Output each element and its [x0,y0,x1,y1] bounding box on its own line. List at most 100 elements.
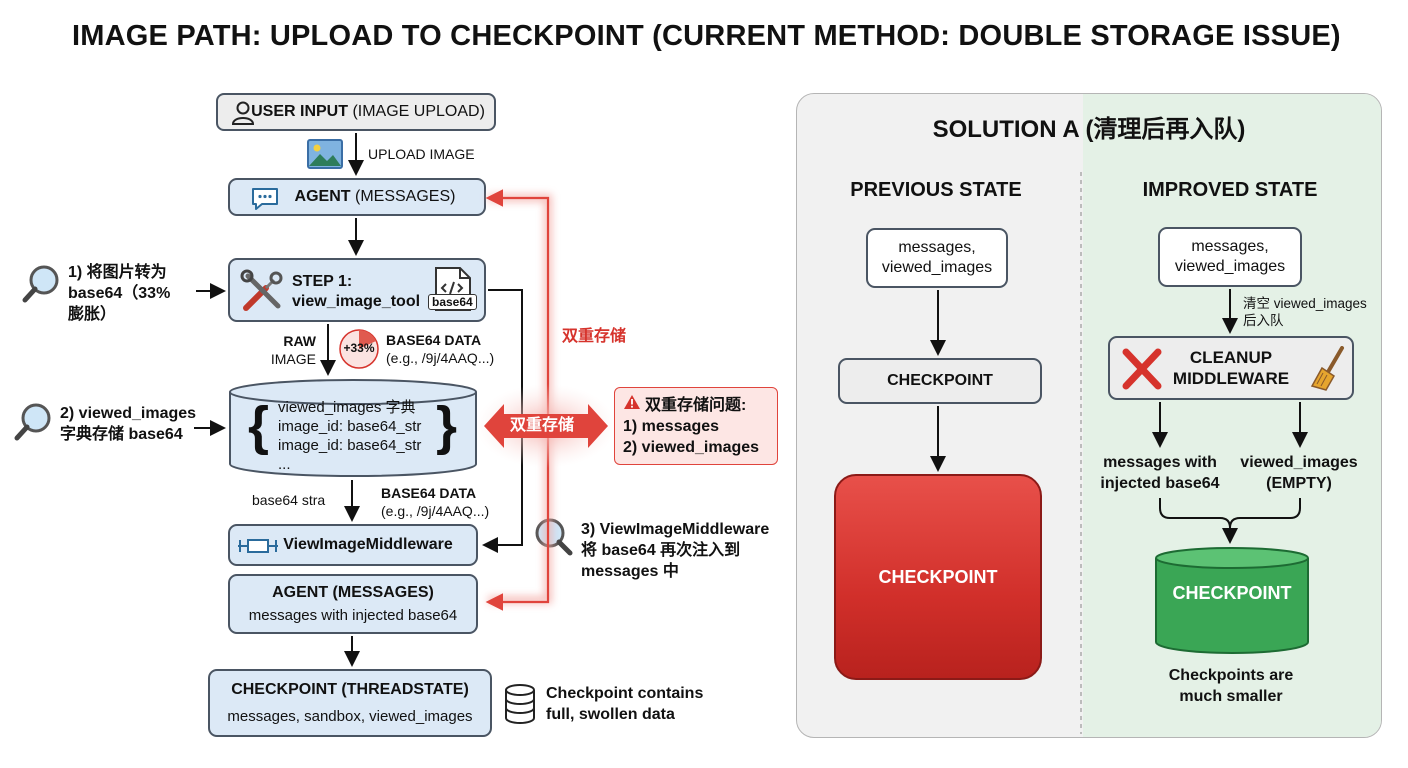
agent-bottom-title: AGENT (MESSAGES) [272,583,434,601]
problem-title: 双重存储问题: [645,396,747,414]
brace-left: { [248,396,270,456]
right-output-label: viewed_images (EMPTY) [1234,452,1364,494]
large-checkpoint-block: CHECKPOINT [834,474,1042,680]
database-icon [503,684,537,729]
middleware-label: ViewImageMiddleware [283,536,453,553]
improved-checkpoint-label: CHECKPOINT [1172,583,1292,603]
improved-state-heading: IMPROVED STATE [1142,179,1318,201]
problem-item: 1) messages [623,418,720,435]
checkpoint-title: CHECKPOINT (THREADSTATE) [231,680,469,698]
dict-row: image_id: base64_str [278,418,422,435]
step1-box: STEP 1: view_image_tool base64 [228,258,486,322]
user-input-box: USER INPUT (IMAGE UPLOAD) [216,93,496,131]
base64-data-label-1: BASE64 DATA (e.g., /9j/4AAQ...) [386,331,494,367]
step1-tool-name: view_image_tool [292,293,421,310]
base64-data-1-title: BASE64 DATA [386,332,482,348]
upload-image-label: UPLOAD IMAGE [368,146,475,162]
raw-label-line1: RAW [283,333,316,349]
clear-note-line1: 清空 viewed_images [1243,296,1367,311]
double-storage-side-label: 双重存储 [562,328,627,345]
checkpoint-note: Checkpoint contains full, swollen data [546,684,703,726]
expansion-value: +33% [343,341,375,355]
base64-stra-label: base64 stra [252,492,326,508]
left-output-line2: injected base64 [1100,475,1220,492]
improved-checkpoint-store: CHECKPOINT [1154,546,1310,656]
agent-box-top: AGENT (MESSAGES) [228,178,486,216]
page-title: IMAGE PATH: UPLOAD TO CHECKPOINT (CURREN… [72,20,1341,52]
problem-item: 2) viewed_images [623,439,760,456]
annotation-step1: 1) 将图片转为 base64（33% 膨胀） [68,262,170,325]
cleanup-line2: MIDDLEWARE [1172,369,1290,388]
base64-data-1-example: (e.g., /9j/4AAQ...) [386,350,495,367]
warning-icon [623,394,641,416]
improved-messages-line2: viewed_images [1174,258,1286,275]
magnifier-icon [532,515,576,564]
annotation-step1-line2: base64（33% [68,285,171,302]
improved-messages-box: messages, viewed_images [1158,227,1302,287]
annotation-step1-line1: 1) 将图片转为 [68,264,167,281]
result-note: Checkpoints are much smaller [1150,665,1312,707]
user-input-sub: (IMAGE UPLOAD) [348,103,485,120]
magnifier-icon [12,400,56,449]
result-line2: much smaller [1179,688,1283,705]
close-icon [1120,348,1164,396]
previous-checkpoint-box: CHECKPOINT [838,358,1042,404]
agent-top-title: AGENT [294,188,351,205]
magnifier-icon [20,262,64,311]
double-storage-arrow-label: 双重存储 [510,417,575,434]
broom-icon [1308,346,1348,398]
left-output-label: messages with injected base64 [1092,452,1228,494]
previous-state-heading: PREVIOUS STATE [850,179,1022,201]
annotation-step2-line2: 字典存储 base64 [60,426,183,443]
previous-messages-box: messages, viewed_images [866,228,1008,288]
expansion-badge: +33% [338,328,380,370]
raw-label-line2: IMAGE [270,351,316,368]
annotation-step1-line3: 膨胀） [68,306,117,323]
middleware-icon [236,536,280,562]
dict-title: viewed_images 字典 [278,399,416,416]
improved-messages-line1: messages, [1191,238,1269,255]
image-icon [307,139,343,174]
dict-row: image_id: base64_str [278,437,422,454]
base64-data-2-title: BASE64 DATA [381,485,477,501]
annotation-step3-line2: 将 base64 再次注入到 [581,542,741,559]
annotation-step3-line3: messages 中 [581,563,679,580]
user-icon [230,100,256,132]
cleanup-middleware-box: CLEANUP MIDDLEWARE [1108,336,1354,400]
solution-title: SOLUTION A (清理后再入队) [932,116,1246,143]
agent-box-bottom: AGENT (MESSAGES) messages with injected … [228,574,478,634]
annotation-step2: 2) viewed_images 字典存储 base64 [60,403,196,445]
left-output-line1: messages with [1103,454,1217,471]
previous-checkpoint-label: CHECKPOINT [887,372,993,389]
clear-note-line2: 后入队 [1243,313,1284,328]
previous-messages-line2: viewed_images [881,259,993,276]
checkpoint-contents: messages, sandbox, viewed_images [227,707,473,725]
double-storage-problem-box: 双重存储问题: 1) messages 2) viewed_images [614,387,778,465]
tools-icon [238,268,286,322]
viewed-images-dict-store: { } viewed_images 字典 image_id: base64_st… [228,378,478,478]
raw-image-label: RAW IMAGE [268,332,316,368]
previous-messages-line1: messages, [898,239,976,256]
brace-right: } [436,396,458,456]
user-input-title: USER INPUT [251,103,348,120]
right-output-line1: viewed_images [1240,454,1358,471]
dict-ellipsis: ... [278,456,291,473]
base64-data-label-2: BASE64 DATA (e.g., /9j/4AAQ...) [381,484,489,520]
base64-badge: base64 [428,294,477,310]
chat-icon [250,186,280,218]
result-line1: Checkpoints are [1168,667,1294,684]
checkpoint-note-line2: full, swollen data [546,705,675,723]
annotation-step2-line1: 2) viewed_images [60,405,197,422]
large-checkpoint-label: CHECKPOINT [878,566,998,587]
view-image-middleware-box: ViewImageMiddleware [228,524,478,566]
cleanup-line1: CLEANUP [1189,348,1273,367]
right-output-line2: (EMPTY) [1266,475,1332,492]
checkpoint-threadstate-box: CHECKPOINT (THREADSTATE) messages, sandb… [208,669,492,737]
checkpoint-note-line1: Checkpoint contains [546,685,704,702]
agent-top-sub: (MESSAGES) [350,188,456,205]
step1-title: STEP 1: [292,273,353,290]
agent-bottom-sub: messages with injected base64 [248,606,458,624]
annotation-step3-line1: 3) ViewImageMiddleware [581,521,770,538]
clear-viewed-images-note: 清空 viewed_images 后入队 [1243,295,1367,329]
annotation-step3: 3) ViewImageMiddleware 将 base64 再次注入到 me… [581,519,769,582]
